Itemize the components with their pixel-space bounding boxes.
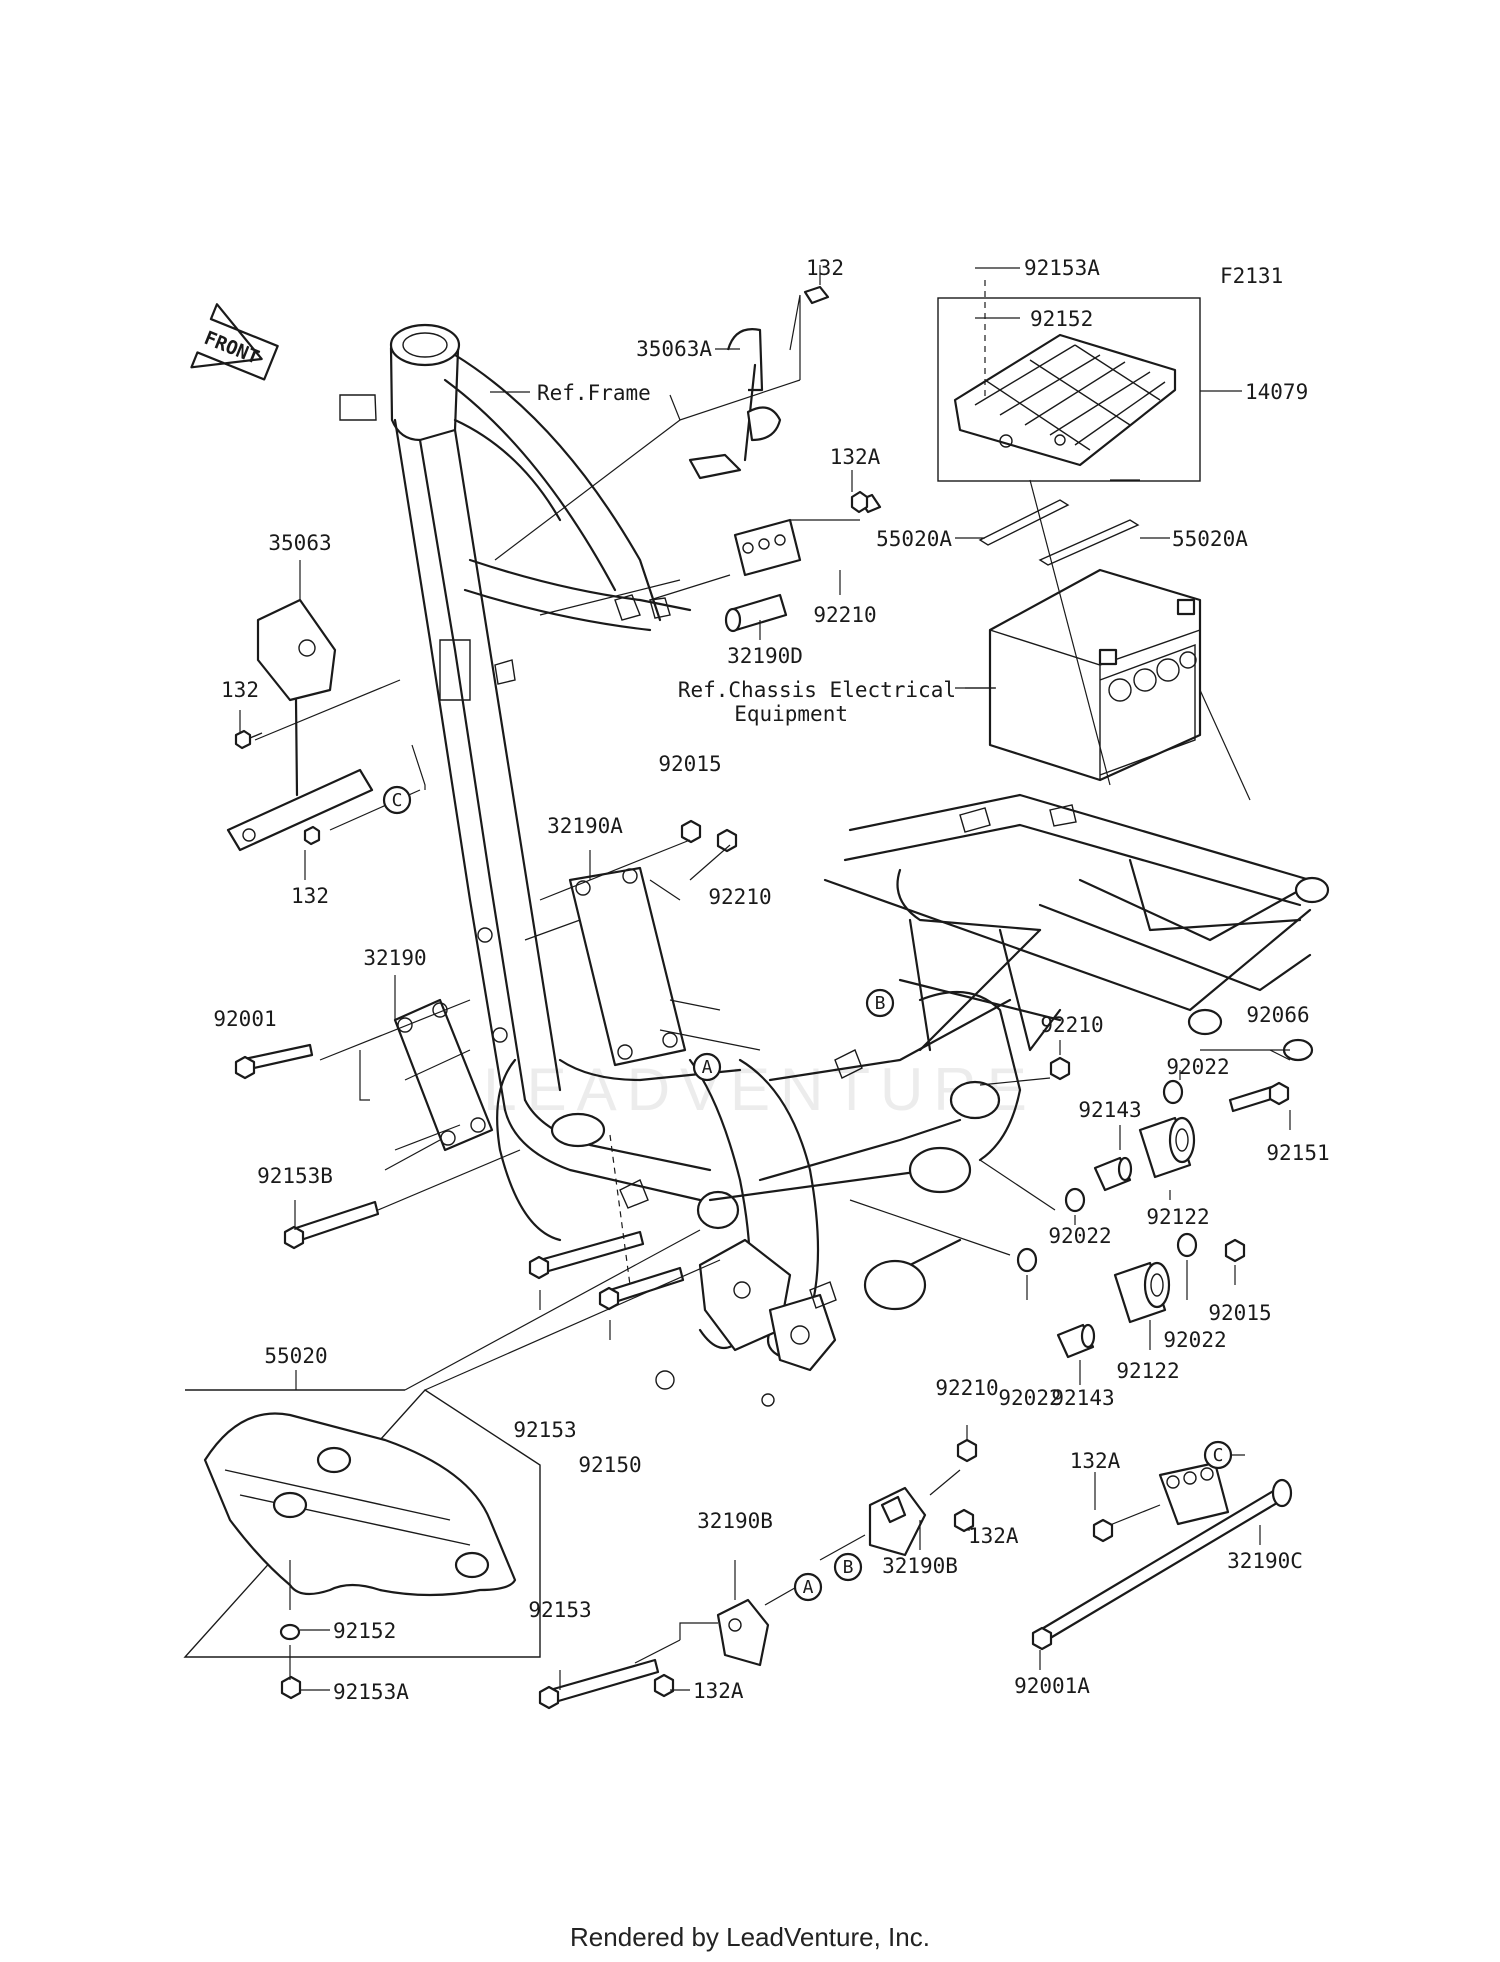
- svg-text:B: B: [875, 993, 886, 1014]
- label-92122-lower: 92122: [1116, 1359, 1179, 1383]
- label-92022-top-right: 92022: [1166, 1055, 1229, 1079]
- callout-b-frame: B: [865, 988, 895, 1018]
- label-132A-top: 132A: [830, 445, 881, 469]
- label-55020A-right: 55020A: [1172, 527, 1248, 551]
- front-arrow-icon: FRONT: [190, 303, 279, 381]
- ref-chassis-label-1: Ref.Chassis Electrical: [678, 678, 956, 702]
- svg-text:A: A: [803, 1577, 814, 1598]
- svg-text:C: C: [392, 790, 403, 811]
- label-92022-lower: 92022: [998, 1386, 1061, 1410]
- label-32190: 32190: [363, 946, 426, 970]
- label-92001: 92001: [213, 1007, 276, 1031]
- label-35063: 35063: [268, 531, 331, 555]
- label-92143-upper: 92143: [1078, 1098, 1141, 1122]
- label-55020A-left: 55020A: [876, 527, 952, 551]
- watermark: LEADVENTURE: [483, 1056, 1036, 1123]
- label-92152-top: 92152: [1030, 307, 1093, 331]
- label-32190C: 32190C: [1227, 1549, 1303, 1573]
- label-132-left-upper: 132: [221, 678, 259, 702]
- label-32190B-left: 32190B: [697, 1509, 773, 1533]
- label-92122-upper: 92122: [1146, 1205, 1209, 1229]
- battery-case-group: [937, 297, 1202, 782]
- label-132-top: 132: [806, 256, 844, 280]
- svg-text:A: A: [702, 1057, 713, 1078]
- label-55020: 55020: [264, 1344, 327, 1368]
- label-92210-mid: 92210: [708, 885, 771, 909]
- label-132-left-lower: 132: [291, 884, 329, 908]
- svg-text:B: B: [843, 1557, 854, 1578]
- svg-text:C: C: [1213, 1445, 1224, 1466]
- label-35063A: 35063A: [636, 337, 712, 361]
- label-92210-right: 92210: [1040, 1013, 1103, 1037]
- label-32190A: 32190A: [547, 814, 623, 838]
- label-14079: 14079: [1245, 380, 1308, 404]
- callout-c-bottom: C: [1203, 1440, 1233, 1470]
- label-92015-mid: 92015: [658, 752, 721, 776]
- ref-frame-label: Ref.Frame: [537, 381, 651, 405]
- label-92066: 92066: [1246, 1003, 1309, 1027]
- main-frame-drawing: [339, 323, 1330, 1407]
- label-92153-bottom: 92153: [528, 1598, 591, 1622]
- label-92153B: 92153B: [257, 1164, 333, 1188]
- label-132A-mid: 132A: [968, 1524, 1019, 1548]
- label-92152-bottom: 92152: [333, 1619, 396, 1643]
- label-92210-bottom: 92210: [935, 1376, 998, 1400]
- label-92022-mid: 92022: [1048, 1224, 1111, 1248]
- label-92022-right-lower: 92022: [1163, 1328, 1226, 1352]
- label-92153A-bottom: 92153A: [333, 1680, 409, 1704]
- small-parts: [226, 285, 1314, 1710]
- label-92015-right: 92015: [1208, 1301, 1271, 1325]
- label-92001A: 92001A: [1014, 1674, 1090, 1698]
- label-132A-bottom: 132A: [693, 1679, 744, 1703]
- label-92210-top: 92210: [813, 603, 876, 627]
- label-132A-right: 132A: [1070, 1449, 1121, 1473]
- figure-code: F2131: [1220, 264, 1283, 288]
- label-32190D: 32190D: [727, 644, 803, 668]
- callout-a-frame: A: [692, 1052, 722, 1082]
- callout-c-left: C: [382, 785, 412, 815]
- label-92150: 92150: [578, 1453, 641, 1477]
- skid-plate-group: [183, 1389, 541, 1700]
- label-92143-lower: 92143: [1051, 1386, 1114, 1410]
- callout-b-bottom: B: [833, 1552, 863, 1582]
- label-32190B-right: 32190B: [882, 1554, 958, 1578]
- label-92151: 92151: [1266, 1141, 1329, 1165]
- callout-a-bottom: A: [793, 1572, 823, 1602]
- callouts: C A B A B C: [382, 785, 1233, 1602]
- leader-lines: [239, 265, 1291, 1691]
- label-92153A-top: 92153A: [1024, 256, 1100, 280]
- ref-chassis-label-2: Equipment: [734, 702, 848, 726]
- label-92153-mid: 92153: [513, 1418, 576, 1442]
- footer-credit: Rendered by LeadVenture, Inc.: [570, 1922, 930, 1952]
- part-labels: F2131 Ref.Frame Ref.Chassis Electrical E…: [213, 256, 1329, 1704]
